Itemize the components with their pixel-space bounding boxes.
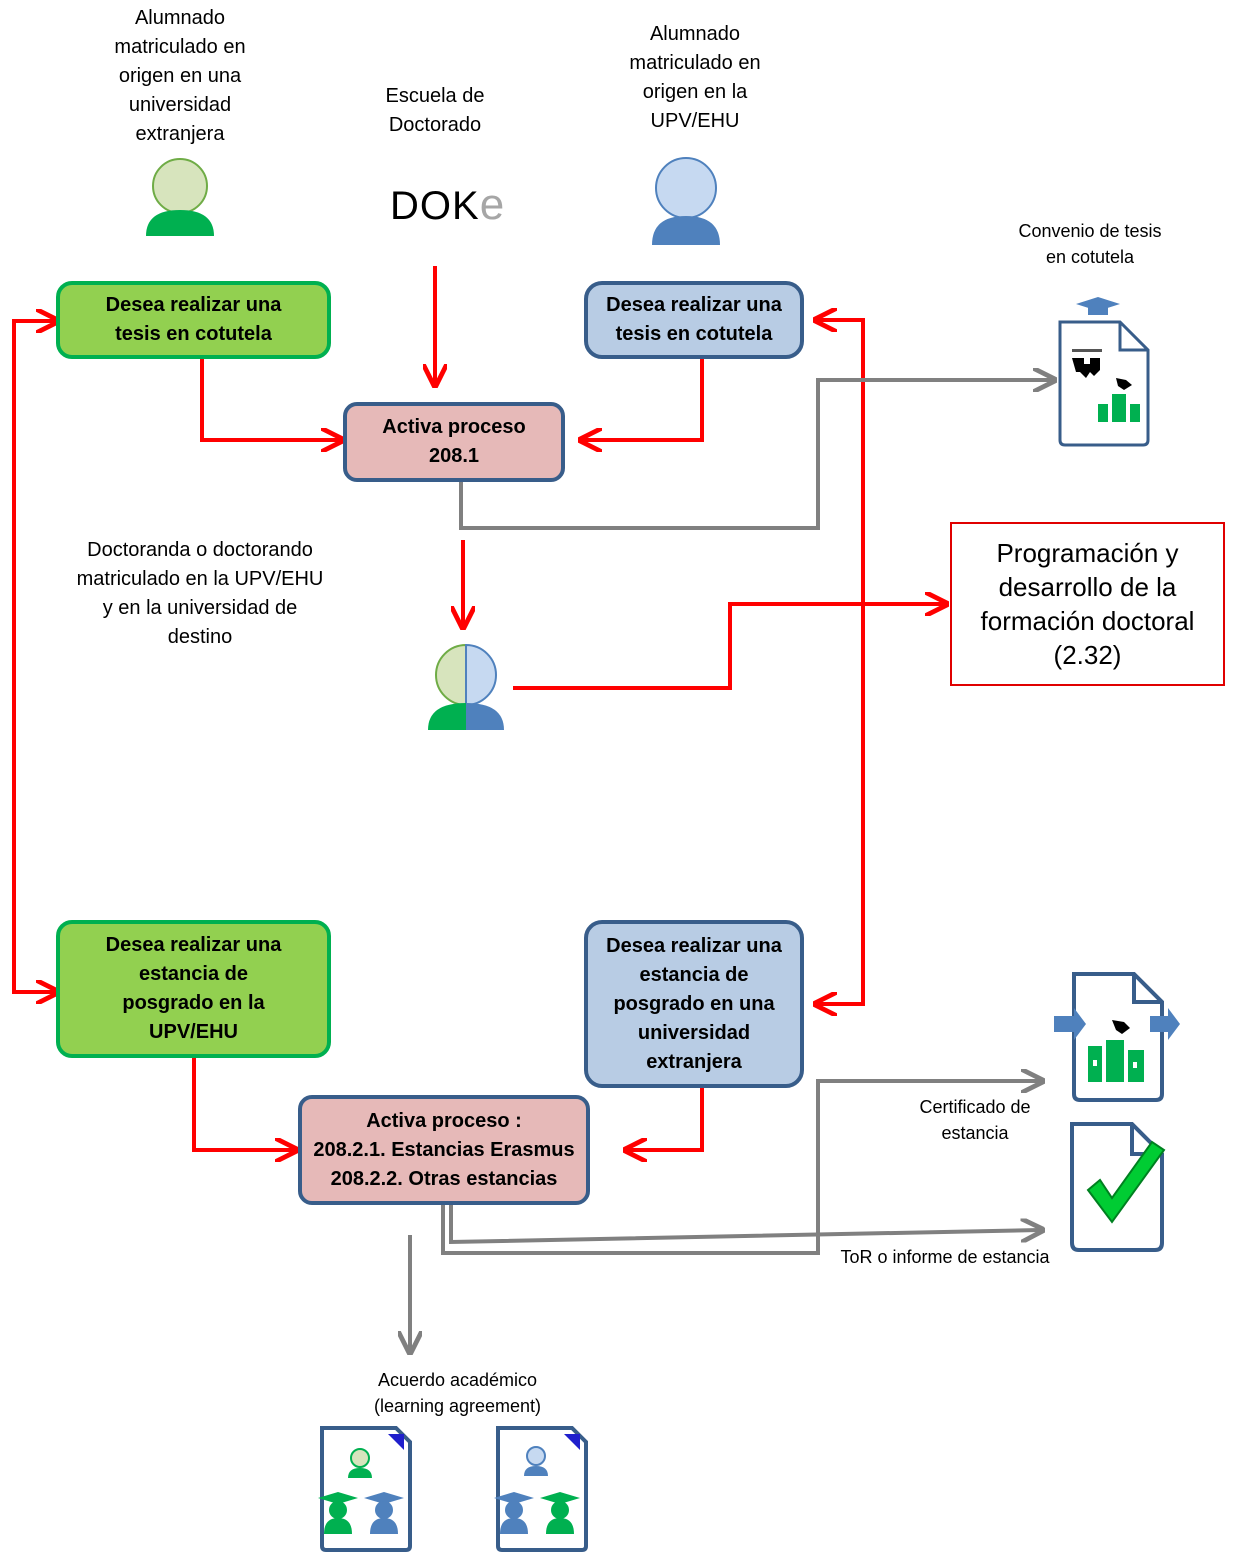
arrow-process2-to-certificate [441, 1081, 1040, 1255]
box-green-thesis: Desea realizar una tesis en cotutela [56, 281, 331, 359]
doctoral-candidate-label: Doctoranda o doctorando matriculado en l… [76, 539, 324, 648]
arrow-left-loop [12, 321, 55, 992]
doctoral-school-label: Escuela de Doctorado [385, 85, 485, 136]
local-student-label: Alumnado matriculado en origen en la UPV… [629, 23, 761, 132]
box-training: Programación y desarrollo de la formació… [950, 522, 1225, 686]
learning-agreement-label: Acuerdo académico (learning agreement) [373, 1370, 542, 1416]
arrow-green-to-process [200, 358, 340, 440]
arrow-blue-to-process2 [628, 1088, 704, 1150]
box-blue-thesis: Desea realizar una tesis en cotutela [584, 281, 804, 359]
arrow-right-loop [818, 320, 865, 1004]
arrow-blue-to-process [583, 358, 704, 440]
box-process-208-2: Activa proceso : 208.2.1. Estancias Eras… [298, 1095, 590, 1205]
arrow-green-to-process2 [192, 1058, 294, 1150]
arrow-process2-to-tor [449, 1205, 1040, 1245]
doke-logo: DOKe [390, 180, 506, 229]
agreement-label: Convenio de tesis en cotutela [1018, 221, 1162, 267]
box-green-stay: Desea realizar una estancia de posgrado … [56, 920, 331, 1058]
certificate-label: Certificado de estancia [919, 1097, 1031, 1143]
arrow-candidate-to-training [513, 604, 944, 690]
box-process-208-1: Activa proceso 208.1 [343, 402, 565, 482]
box-blue-stay: Desea realizar una estancia de posgrado … [584, 920, 804, 1088]
arrow-process-to-agreement [459, 380, 1052, 530]
tor-label: ToR o informe de estancia [840, 1247, 1050, 1267]
foreign-student-label: Alumnado matriculado en origen en una un… [114, 7, 246, 145]
